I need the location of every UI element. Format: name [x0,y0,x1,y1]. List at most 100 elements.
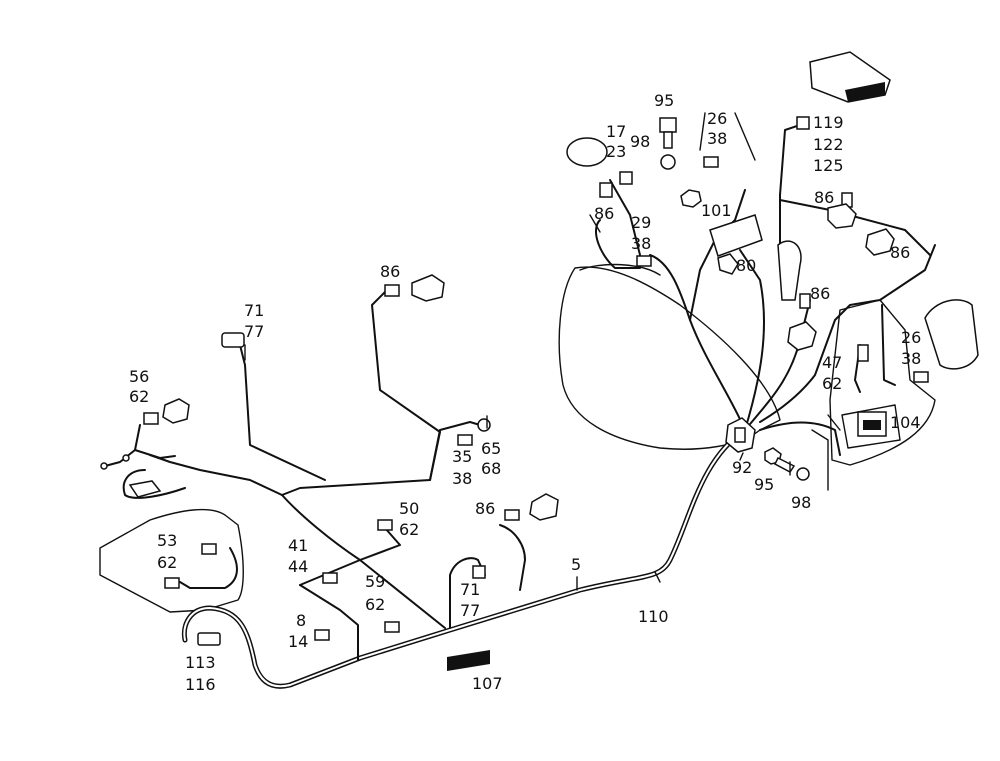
part-107 [447,650,490,671]
callout-23: 23 [606,142,626,161]
tank-outline [558,266,781,450]
connector-47 [857,344,869,362]
callout-62-a: 62 [129,387,149,406]
clip-80 [717,253,739,275]
washer-98-bottom [796,467,810,481]
callout-44: 44 [288,557,308,576]
bolt-95-head [659,117,677,133]
callout-113: 113 [185,653,216,672]
callout-8: 8 [296,611,306,630]
callout-50: 50 [399,499,419,518]
lead-end-2 [122,454,130,462]
bolt-95-shank [663,131,673,149]
callout-38-top: 38 [707,129,727,148]
relay-block-upper [709,214,763,257]
plug-86-left [411,274,445,302]
connector-38-top [703,156,719,168]
plug-86-ra [827,203,857,229]
right-bracket-outline [829,299,936,466]
callout-71-a: 71 [244,301,264,320]
connector-53 [201,543,217,555]
callout-71-b: 71 [460,580,480,599]
bracket-86-rc [787,321,817,351]
connector-23 [619,171,633,185]
left-panel-outline [99,508,244,613]
callout-26-top: 26 [707,109,727,128]
connector-38-r [913,371,929,383]
callout-53: 53 [157,531,177,550]
callout-95-top: 95 [654,91,674,110]
tank-seam [579,263,661,276]
callout-56: 56 [129,367,149,386]
connector-113 [197,632,221,646]
washer-98-top [660,154,676,170]
grommet-17 [566,137,608,167]
connector-50 [377,519,393,531]
fastener-guide [811,429,829,491]
callout-86-ra: 86 [814,188,834,207]
callout-119: 119 [813,113,844,132]
callout-38-b: 38 [631,234,651,253]
callout-68: 68 [481,459,501,478]
callout-35: 35 [452,447,472,466]
tank-clip [777,240,802,301]
leader-lines [244,112,841,591]
connector-56 [143,412,159,425]
callout-5: 5 [571,555,581,574]
callout-116: 116 [185,675,216,694]
connector-41 [322,572,338,584]
callout-86-left: 86 [380,262,400,281]
plug-86-rb [865,228,895,256]
callout-86-upper: 86 [594,204,614,223]
callout-107: 107 [472,674,503,693]
callout-47: 47 [822,353,842,372]
callout-14: 14 [288,632,308,651]
callout-38-r: 38 [901,349,921,368]
connector-119 [796,116,810,130]
connector-35 [457,434,473,446]
right-bracket-inner [841,404,901,449]
callout-17: 17 [606,122,626,141]
plug-65 [477,418,491,432]
callout-62-r: 62 [822,374,842,393]
main-harness-tube [181,427,748,689]
callout-86-rc: 86 [810,284,830,303]
callout-86-mid: 86 [475,499,495,518]
wire-branches [104,124,936,661]
callout-92: 92 [732,458,752,477]
callout-104: 104 [890,413,921,432]
connector-86-rc [799,293,811,309]
connector-8 [314,629,330,641]
callout-59: 59 [365,572,385,591]
bolt-95-bottom-shank [774,456,796,473]
plug-86-mid [529,493,559,521]
callout-101: 101 [701,201,732,220]
callout-77-b: 77 [460,601,480,620]
callout-110: 110 [638,607,669,626]
callout-38-c: 38 [452,469,472,488]
grommet-92-inner [734,427,746,443]
nut-101 [680,189,702,208]
callout-62-c: 62 [157,553,177,572]
callout-98-bottom: 98 [791,493,811,512]
lead-end-1 [100,462,108,470]
cap-part-26 [924,299,979,370]
callout-29: 29 [631,213,651,232]
connector-71-b [472,565,486,579]
callout-labels: 95 98 17 23 26 38 119 122 125 86 86 86 8… [129,91,921,694]
connector-53-b [164,577,180,589]
connector-86-mid [504,509,520,521]
module-104-face [863,420,881,430]
connector-29 [599,182,613,198]
callout-77-a: 77 [244,322,264,341]
connector-59 [384,621,400,633]
callout-95-bottom: 95 [754,475,774,494]
callout-125: 125 [813,156,844,175]
callout-26-r: 26 [901,328,921,347]
callout-62-d: 62 [365,595,385,614]
connector-left-cluster [128,480,162,498]
connector-38-b [636,255,652,267]
callout-65: 65 [481,439,501,458]
callout-41: 41 [288,536,308,555]
